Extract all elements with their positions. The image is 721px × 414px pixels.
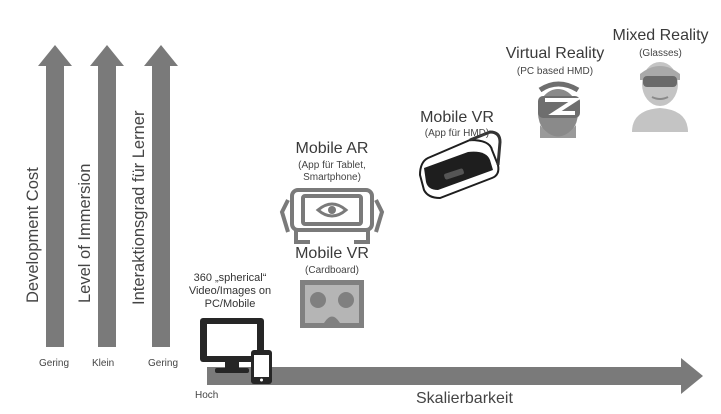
skalierbarkeit-start-label: Hoch bbox=[195, 390, 219, 401]
development-cost-label: Development Cost bbox=[24, 167, 42, 303]
virtual-reality-title: Virtual Reality bbox=[505, 45, 605, 62]
mobile-ar-sub1: (App für Tablet, bbox=[298, 160, 366, 171]
mobile-vr-hmd-sub: (App für HMD) bbox=[424, 128, 490, 139]
level-of-immersion-low-label: Klein bbox=[92, 358, 115, 369]
level-of-immersion-arrow bbox=[90, 45, 124, 347]
development-cost-low-label: Gering bbox=[39, 358, 70, 369]
video360-line2: Video/Images on bbox=[188, 285, 272, 297]
interaktionsgrad-low-label: Gering bbox=[148, 358, 179, 369]
mobile-ar-title: Mobile AR bbox=[295, 140, 369, 157]
virtual-reality-sub: (PC based HMD) bbox=[516, 66, 594, 77]
vr-person-icon bbox=[538, 81, 582, 138]
mixed-reality-sub: (Glasses) bbox=[639, 48, 682, 59]
vr-headset-icon bbox=[418, 130, 502, 200]
level-of-immersion-label: Level of Immersion bbox=[76, 163, 94, 303]
mr-person-icon bbox=[632, 62, 688, 132]
video360-line3: PC/Mobile bbox=[204, 298, 256, 310]
skalierbarkeit-label: Skalierbarkeit bbox=[416, 390, 513, 407]
interaktionsgrad-label: Interaktionsgrad für Lerner bbox=[130, 110, 148, 305]
interaktionsgrad-arrow bbox=[144, 45, 178, 347]
mobile-vr-cardboard-sub: (Cardboard) bbox=[305, 265, 359, 276]
mixed-reality-title: Mixed Reality bbox=[612, 27, 709, 44]
mobile-vr-cardboard-title: Mobile VR bbox=[295, 245, 369, 262]
cardboard-viewer-icon bbox=[300, 280, 364, 328]
ar-tablet-icon bbox=[279, 188, 385, 244]
development-cost-arrow bbox=[38, 45, 72, 347]
monitor-phone-icon bbox=[200, 318, 272, 384]
mobile-ar-sub2: Smartphone) bbox=[303, 172, 361, 183]
video360-label: 360 „spherical“ Video/Images on PC/Mobil… bbox=[185, 272, 275, 311]
mobile-vr-hmd-title: Mobile VR bbox=[420, 109, 494, 126]
video360-line1: 360 „spherical“ bbox=[193, 272, 267, 284]
mobile-ar-sub: (App für Tablet, Smartphone) bbox=[277, 160, 387, 184]
skalierbarkeit-arrow bbox=[207, 358, 703, 394]
